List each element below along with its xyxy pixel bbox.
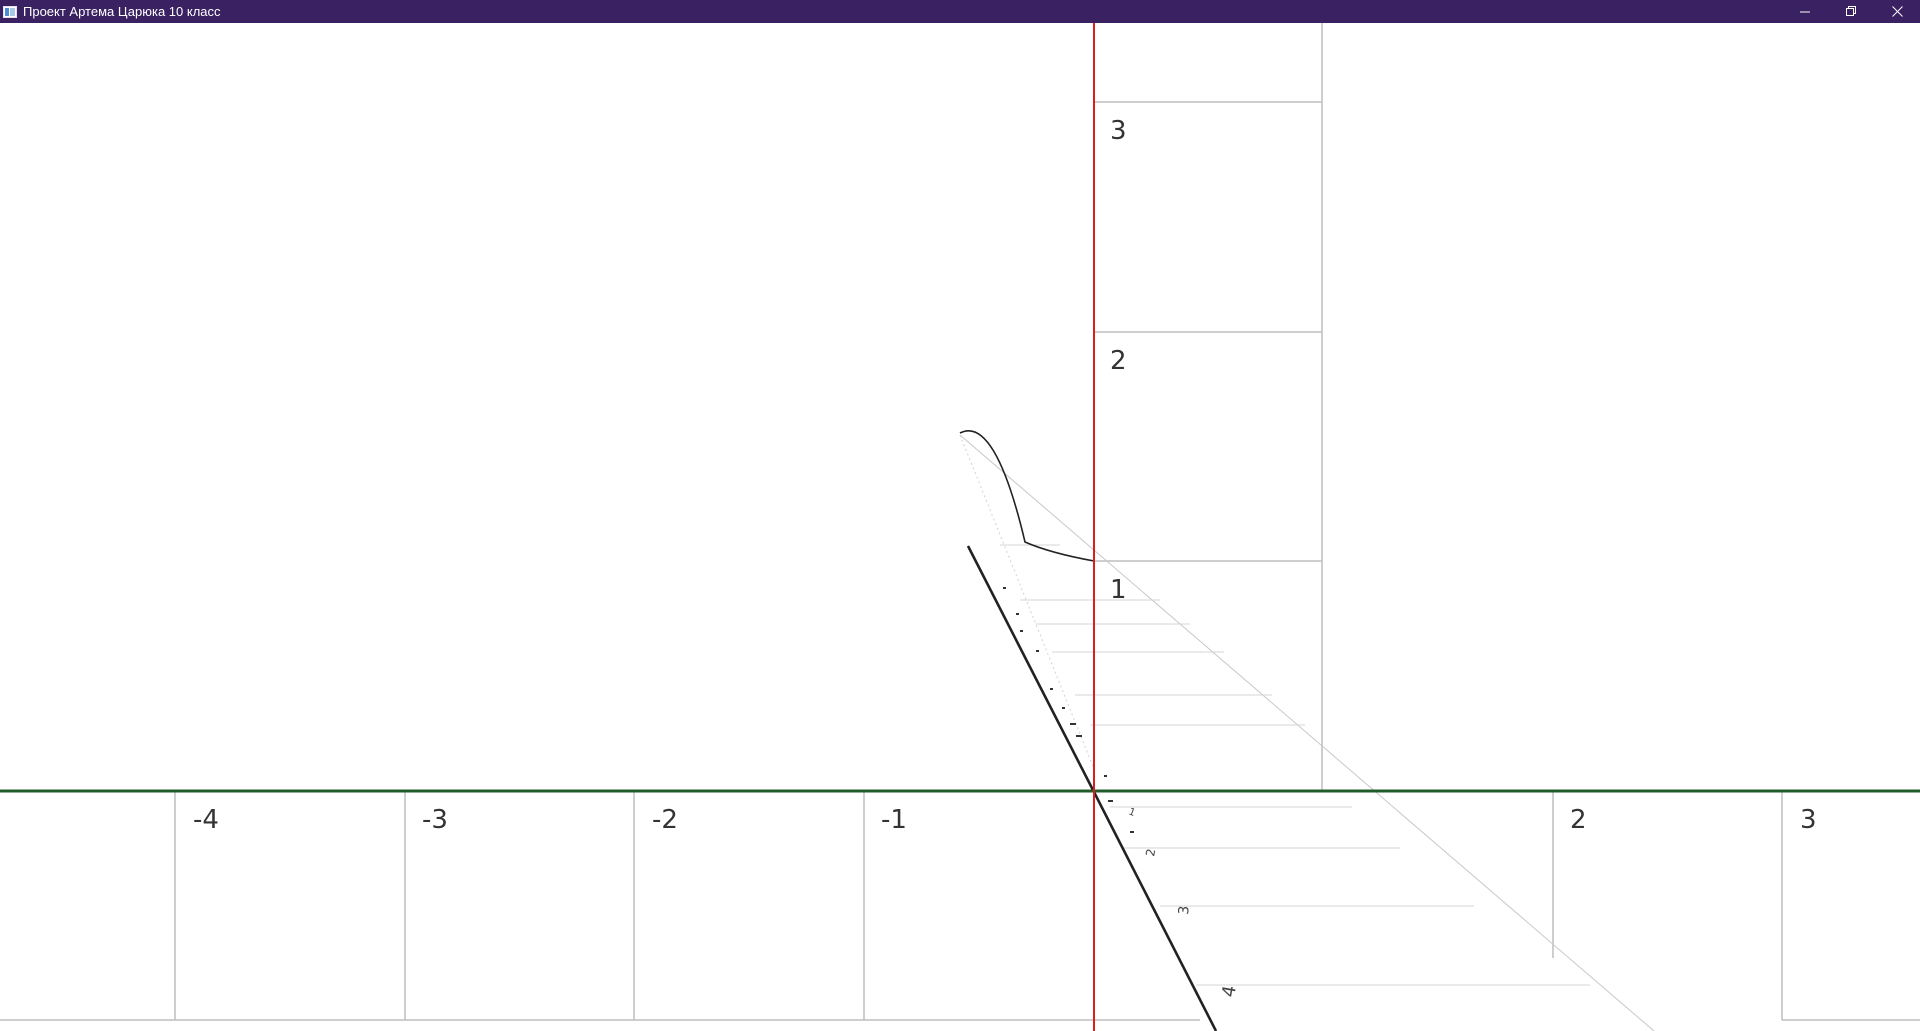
app-icon xyxy=(3,5,17,18)
dot xyxy=(1036,650,1039,652)
perspective-label-1: 1 xyxy=(1127,806,1137,819)
dot xyxy=(1003,587,1006,589)
restore-icon xyxy=(1845,6,1857,17)
close-icon xyxy=(1891,6,1903,17)
graph-canvas[interactable]: 1 2 3 4 -4 -3 -2 -1 2 3 3 2 1 xyxy=(0,23,1920,1031)
perspective-guide xyxy=(959,434,1095,770)
dot xyxy=(1108,800,1113,802)
perspective-dots xyxy=(1003,587,1134,833)
perspective-label-4: 4 xyxy=(1218,984,1241,999)
dot xyxy=(1020,630,1023,632)
x-tick-label: -2 xyxy=(652,805,678,835)
graph-svg: 1 2 3 4 -4 -3 -2 -1 2 3 3 2 1 xyxy=(0,23,1920,1031)
y-grid xyxy=(1094,23,1323,790)
x-grid xyxy=(0,792,1920,1021)
dot xyxy=(1062,707,1065,709)
perspective-curve xyxy=(959,430,1095,562)
x-tick-labels: -4 -3 -2 -1 2 3 xyxy=(193,805,1817,835)
dot xyxy=(1050,688,1053,690)
close-button[interactable] xyxy=(1874,0,1920,23)
y-tick-label: 3 xyxy=(1110,116,1127,146)
restore-button[interactable] xyxy=(1828,0,1874,23)
dot xyxy=(1070,723,1076,725)
dot xyxy=(1130,831,1134,833)
window-titlebar[interactable]: Проект Артема Царюка 10 класс xyxy=(0,0,1920,23)
x-tick-label: -3 xyxy=(422,805,448,835)
dot xyxy=(1076,735,1082,737)
window-title: Проект Артема Царюка 10 класс xyxy=(23,4,221,19)
x-tick-label: 2 xyxy=(1570,805,1587,835)
perspective-label-3: 3 xyxy=(1176,905,1193,915)
x-tick-label: 3 xyxy=(1800,805,1817,835)
y-tick-labels: 3 2 1 xyxy=(1110,116,1127,605)
minimize-button[interactable] xyxy=(1782,0,1828,23)
perspective-label-2: 2 xyxy=(1143,848,1158,858)
minimize-icon xyxy=(1799,6,1811,17)
y-tick-label: 2 xyxy=(1110,346,1127,376)
dot xyxy=(1104,775,1107,777)
x-tick-label: -1 xyxy=(881,805,907,835)
x-tick-label: -4 xyxy=(193,805,219,835)
perspective-main-line xyxy=(966,545,1218,1031)
perspective-outline xyxy=(959,434,1655,1031)
window-controls xyxy=(1782,0,1920,23)
perspective-drawing: 1 2 3 4 xyxy=(959,430,1655,1031)
y-tick-label: 1 xyxy=(1110,575,1127,605)
perspective-rungs xyxy=(1000,544,1590,986)
dot xyxy=(1016,613,1019,615)
